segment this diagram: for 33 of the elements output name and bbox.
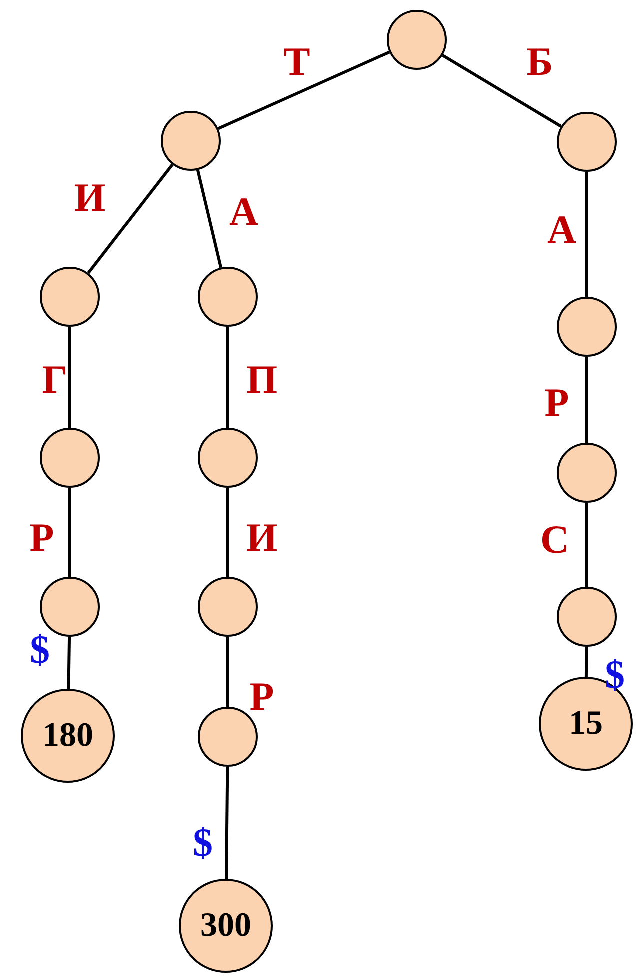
edge-label: Р (250, 677, 274, 717)
connector-line (226, 488, 230, 577)
connector-line (68, 488, 72, 577)
connector-line (584, 646, 588, 678)
node-value: 180 (42, 717, 94, 755)
connector-line (586, 357, 588, 443)
connector-line (218, 50, 390, 130)
node-value: 15 (569, 705, 603, 743)
edge-label: Т (284, 42, 310, 82)
node-value: 300 (200, 907, 252, 945)
connector-line (67, 636, 72, 690)
edge-label: $ (605, 655, 625, 695)
edge-label: И (246, 518, 278, 558)
edge-label: А (548, 210, 576, 250)
edge-label: Р (544, 383, 570, 423)
edge-label: С (540, 520, 570, 560)
connector-line (68, 327, 72, 428)
edge-label: Б (526, 42, 554, 82)
edge-label: П (246, 360, 278, 400)
connector-line (196, 170, 223, 268)
connector-line (87, 164, 174, 274)
edge-label: И (74, 178, 106, 218)
edge-label: Р (30, 518, 54, 558)
edge-label: $ (30, 630, 50, 670)
connector-line (225, 766, 230, 880)
edge-label: $ (193, 823, 213, 863)
connector-line (226, 637, 230, 707)
connector-line (226, 327, 230, 428)
edge-label: Г (42, 360, 68, 400)
edge-label: А (230, 192, 258, 232)
connector-line (442, 54, 562, 128)
connector-line (586, 172, 588, 297)
connector-line (586, 503, 588, 587)
